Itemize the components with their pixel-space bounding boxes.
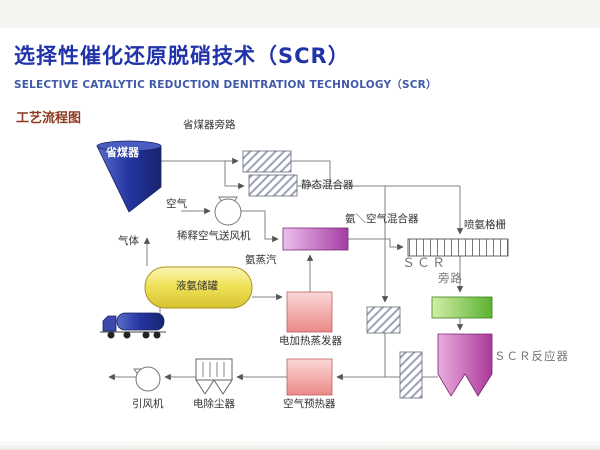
outlet-damper-shape	[399, 351, 423, 399]
economizer-label: 省煤器	[106, 146, 139, 159]
page-title: 选择性催化还原脱硝技术（SCR）	[14, 44, 350, 68]
electric-evaporator-shape	[286, 291, 333, 333]
scr-reactor-shape	[437, 333, 493, 397]
ammonia-injection-grid-label: 喷氨格栅	[464, 219, 506, 231]
air-preheater-label: 空气预热器	[283, 398, 336, 410]
liquid-ammonia-tank-label: 液氨储罐	[176, 280, 218, 292]
dilution-air-fan-icon	[214, 196, 242, 226]
scr-inlet-box-shape	[431, 296, 493, 319]
id-fan-label: 引风机	[132, 398, 164, 410]
air-label: 空气	[166, 198, 187, 210]
esp-shape	[195, 358, 233, 395]
static-mixer-label: 静态混合器	[301, 179, 354, 191]
scr-reactor-label: ＳＣＲ反应器	[494, 349, 569, 363]
economizer-bypass-damper-shape	[242, 150, 292, 173]
economizer-shape	[96, 140, 162, 213]
section-label: 工艺流程图	[16, 111, 82, 126]
bottom-strip	[0, 442, 600, 450]
tanker-truck-icon	[100, 312, 166, 339]
gas-label: 气体	[118, 235, 139, 247]
scr-bypass-label: 旁路	[438, 271, 463, 285]
ammonia-injection-grid-shape	[407, 238, 509, 257]
dilution-air-fan-label: 稀释空气送风机	[177, 230, 251, 242]
ammonia-air-mixer-shape	[282, 227, 349, 251]
electric-evaporator-label: 电加热蒸发器	[279, 335, 342, 347]
esp-label: 电除尘器	[193, 398, 235, 410]
page-subtitle: SELECTIVE CATALYTIC REDUCTION DENITRATIO…	[14, 79, 437, 91]
scr-bypass-damper-shape	[366, 306, 401, 334]
economizer-bypass-label: 省煤器旁路	[183, 119, 236, 131]
liquid-ammonia-tank-shape	[144, 266, 253, 309]
pipe-lines	[108, 157, 464, 381]
id-fan-icon	[133, 366, 161, 392]
ammonia-vapor-label: 氨蒸汽	[245, 254, 277, 266]
static-mixer-shape	[248, 174, 298, 197]
top-strip	[0, 0, 600, 28]
ammonia-air-mixer-label: 氨＼空气混合器	[345, 213, 419, 225]
air-preheater-shape	[286, 358, 333, 396]
scr-bypass-scr-label: ＳＣＲ	[402, 256, 448, 271]
